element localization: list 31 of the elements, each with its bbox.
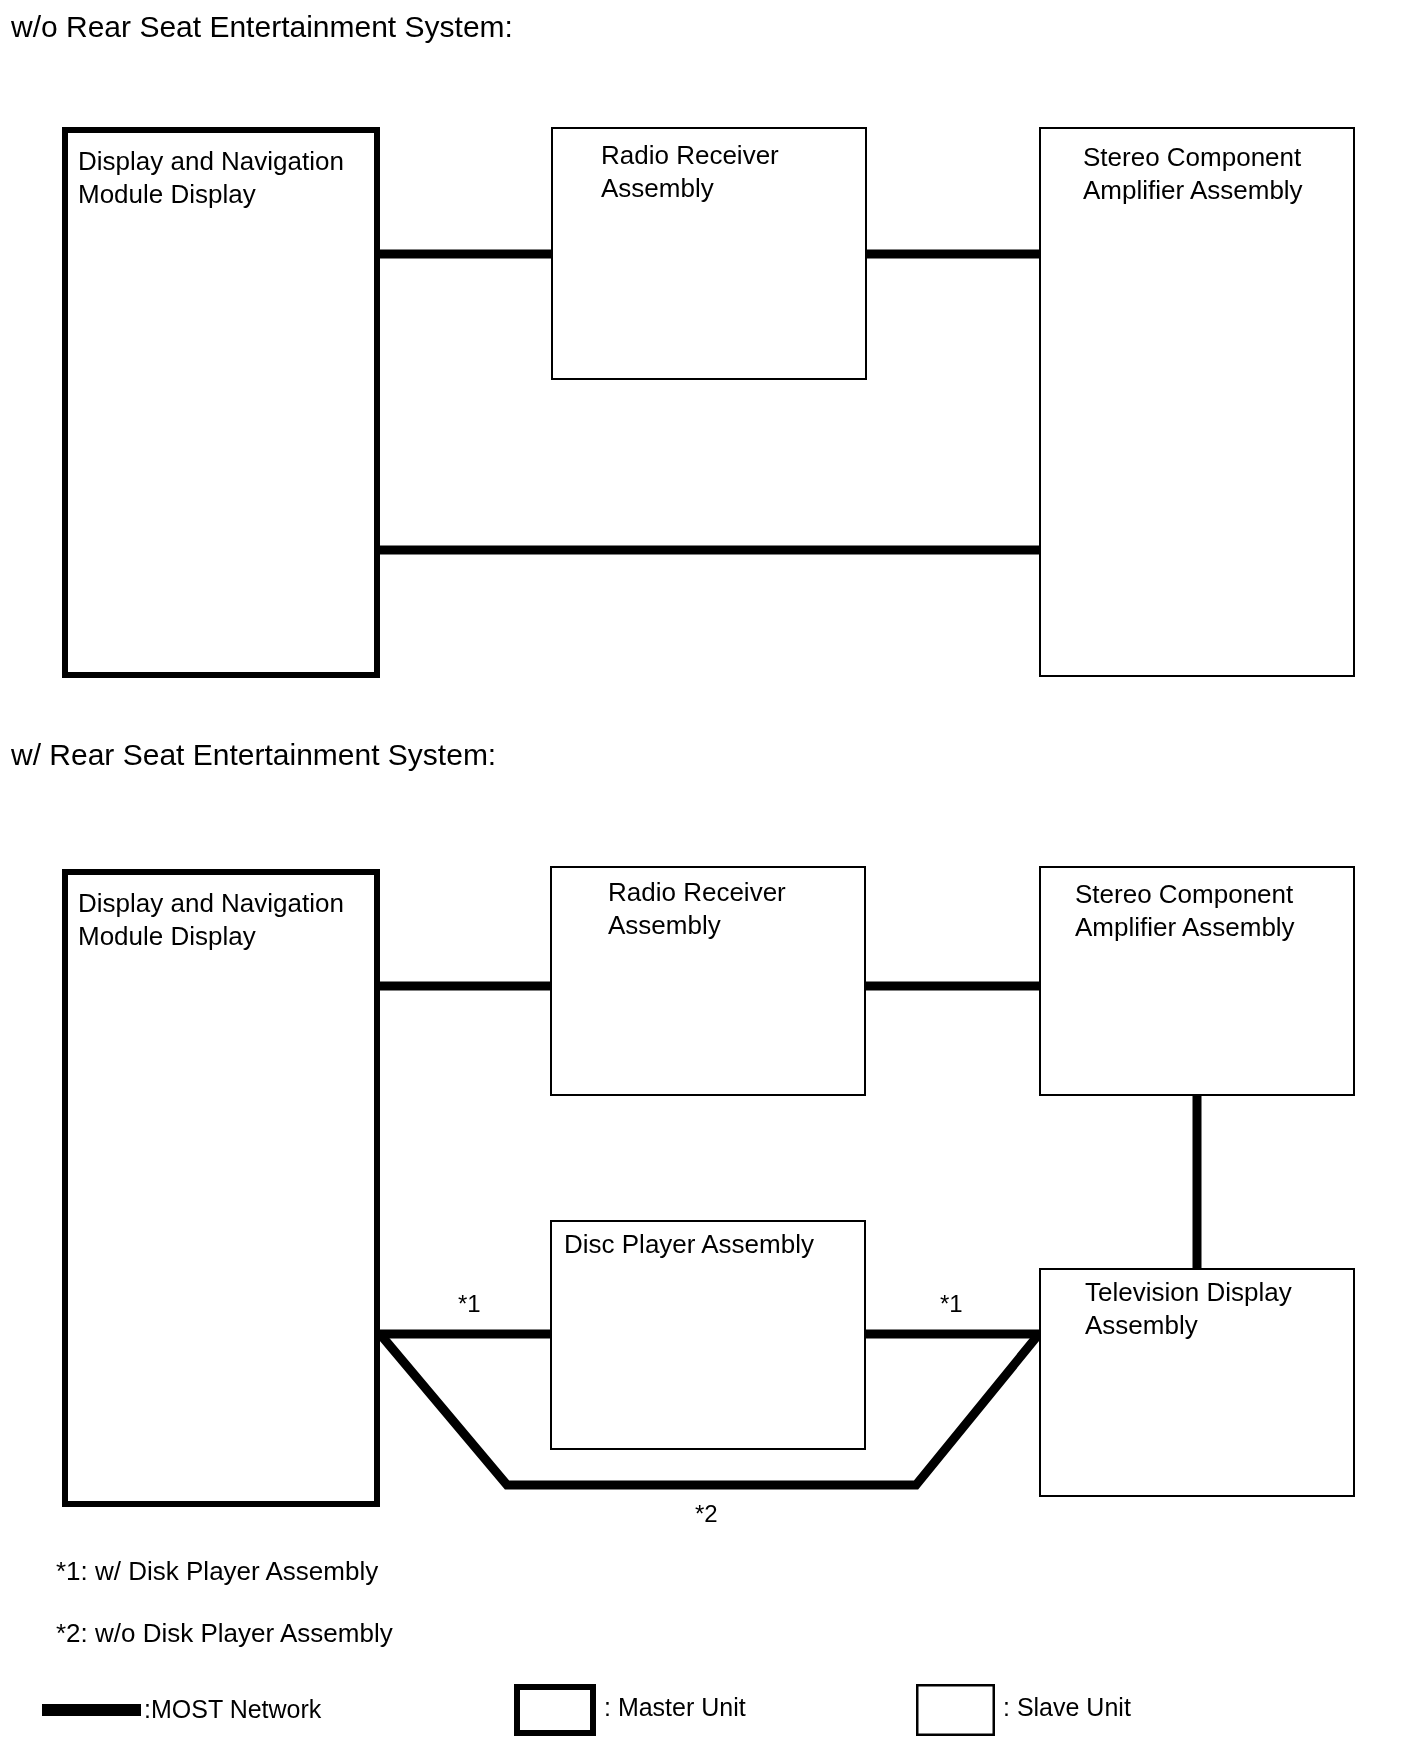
network-line [1192, 1096, 1202, 1268]
network-line [380, 1329, 550, 1339]
unit-name: Radio Receiver Assembly [608, 876, 787, 942]
legend-text: : Master Unit [604, 1693, 746, 1722]
network-line [380, 545, 1039, 555]
slave-unit-box [1039, 866, 1355, 1096]
slave-unit-box [551, 127, 867, 380]
legend-text: :MOST Network [144, 1695, 322, 1724]
unit-name: Display and Navigation Module Display [78, 145, 345, 211]
section-heading: w/o Rear Seat Entertainment System: [11, 10, 513, 44]
footnote: *1: w/ Disk Player Assembly [56, 1556, 379, 1587]
slave-unit-box [550, 1220, 866, 1450]
unit-name: Display and Navigation Module Display [78, 887, 345, 953]
legend-text: : Slave Unit [1003, 1693, 1131, 1722]
footnote: *2: w/o Disk Player Assembly [56, 1618, 393, 1649]
unit-name: Disc Player Assembly [564, 1228, 815, 1261]
network-line [866, 981, 1039, 991]
slave-unit-box [1039, 1268, 1355, 1497]
unit-name: Television Display Assembly [1085, 1276, 1293, 1342]
unit-name: Stereo Component Amplifier Assembly [1075, 878, 1296, 944]
network-line [867, 249, 1039, 259]
network-line [380, 981, 550, 991]
master-unit-box [62, 127, 380, 678]
network-line [866, 1329, 1039, 1339]
master-unit-box [62, 869, 380, 1507]
section-heading: w/ Rear Seat Entertainment System: [11, 738, 497, 772]
network-line [380, 249, 551, 259]
slave-unit-box [1039, 127, 1355, 677]
unit-name: Stereo Component Amplifier Assembly [1083, 141, 1304, 207]
unit-name: Radio Receiver Assembly [601, 139, 780, 205]
slave-unit-box [550, 866, 866, 1096]
